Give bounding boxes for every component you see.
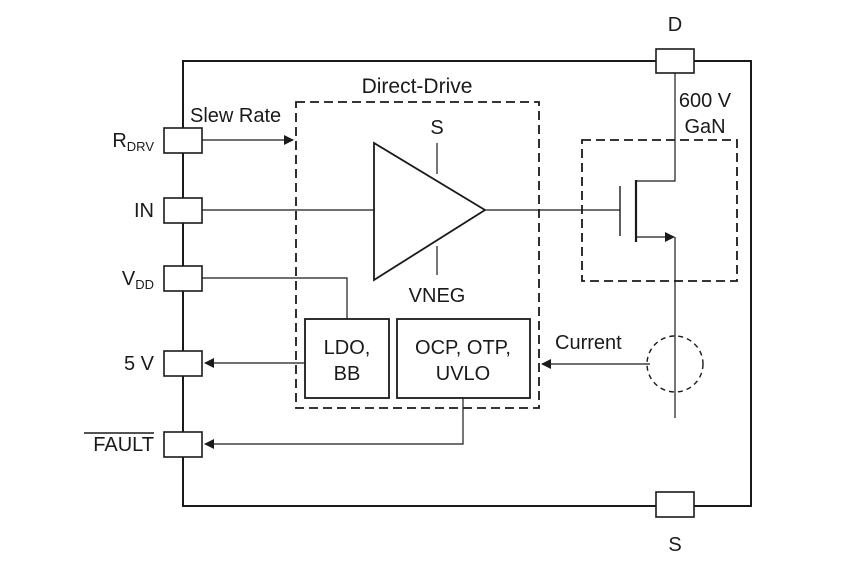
pin-d-label: D [668,14,682,36]
pin-rdrv-main: R [112,130,126,152]
gan-fet-block [581,139,738,282]
pin-rdrv-box [163,127,203,154]
slew-rate-label: Slew Rate [190,105,281,127]
pin-in-box [163,197,203,224]
ldo-label-line1: LDO, [324,337,371,359]
pin-s-box [655,491,695,518]
driver-amplifier [373,141,487,282]
pin-fault-label: FAULT [93,434,154,456]
direct-drive-block [295,101,540,409]
pin-s-label: S [668,534,681,556]
fault-wire [204,398,464,449]
gan-voltage-label: 600 V [679,90,732,112]
pin-vdd-box [163,265,203,292]
direct-drive-title: Direct-Drive [362,75,473,98]
current-sensor [646,335,704,393]
pin-rdrv-label: RDRV [112,130,154,154]
ldo-label-line2: BB [334,363,361,385]
protection-label-line2: UVLO [436,363,490,385]
protection-label-line1: OCP, OTP, [415,337,511,359]
pin-in-label: IN [134,200,154,222]
gan-type-label: GaN [684,116,725,138]
protection-block [396,318,531,399]
driver-supply-label: S [430,117,443,139]
pin-d-box [655,48,695,74]
pin-vdd-main: V [122,268,136,290]
ldo-bb-block [304,318,390,399]
vneg-label: VNEG [409,285,466,307]
pin-vdd-label: VDD [122,268,154,292]
pin-5v-box [163,350,203,377]
pin-rdrv-sub: DRV [127,139,155,154]
package-outline [182,60,752,507]
drain-connection [636,73,676,182]
pin-vdd-sub: DD [135,277,154,292]
pin-fault-box [163,431,203,458]
vdd-wire [202,277,348,319]
current-label: Current [555,332,622,354]
pin-5v-label: 5 V [124,353,155,375]
